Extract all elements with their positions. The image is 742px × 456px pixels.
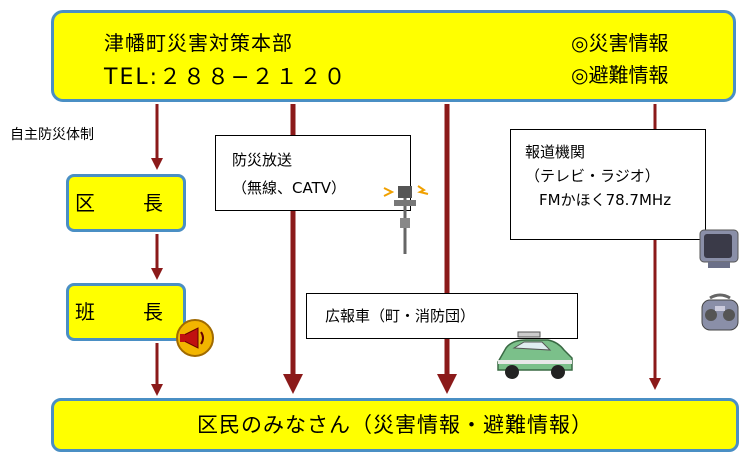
broadcast-title: 防災放送: [232, 151, 293, 169]
disaster-hq-box: 津幡町災害対策本部 TEL:２８８−２１２０ ◎災害情報 ◎避難情報: [51, 10, 736, 102]
group-chief-box: 班 長: [66, 283, 186, 341]
hq-info-evacuation: ◎避難情報: [571, 63, 669, 87]
ward-chief-box: 区 長: [66, 174, 186, 232]
media-box: 報道機関 （テレビ・ラジオ） FMかほく78.7MHz: [510, 129, 706, 240]
loudspeaker-tower-icon: [383, 185, 429, 254]
media-subtitle: （テレビ・ラジオ）: [525, 167, 660, 185]
hq-name: 津幡町災害対策本部: [104, 31, 293, 55]
self-defense-label: 自主防災体制: [10, 127, 94, 143]
broadcast-box: 防災放送 （無線、CATV）: [215, 135, 411, 211]
broadcast-subtitle: （無線、CATV）: [232, 179, 346, 197]
hq-info-disaster: ◎災害情報: [571, 31, 669, 55]
media-fm: FMかほく78.7MHz: [539, 191, 672, 209]
pr-vehicle-box: 広報車（町・消防団）: [306, 293, 578, 339]
tv-icon: [699, 229, 739, 268]
radio-icon: [701, 293, 739, 331]
pr-car-icon: [497, 331, 573, 379]
megaphone-icon: [176, 319, 214, 357]
hq-tel: TEL:２８８−２１２０: [104, 65, 348, 90]
residents-box: 区民のみなさん（災害情報・避難情報）: [51, 398, 739, 452]
media-title: 報道機関: [525, 143, 586, 161]
